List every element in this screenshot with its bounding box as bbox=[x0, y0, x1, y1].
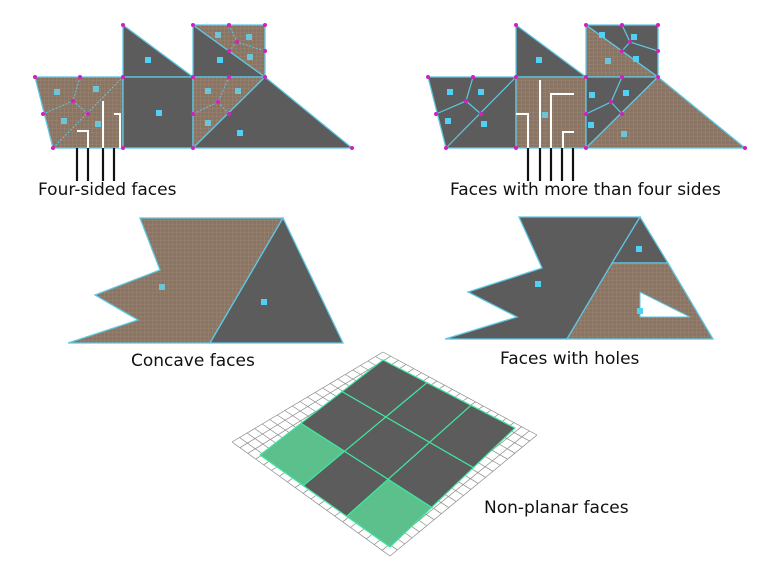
vertices bbox=[426, 23, 747, 150]
non-planar-faces-figure bbox=[231, 351, 538, 557]
face-center-markers bbox=[445, 32, 639, 137]
label-concave-faces: Concave faces bbox=[131, 351, 255, 371]
left-quad-face bbox=[427, 76, 517, 149]
leader-lines bbox=[526, 148, 575, 181]
hole bbox=[639, 291, 691, 318]
label-non-planar-faces: Non-planar faces bbox=[484, 498, 629, 518]
label-more-than-four-sides: Faces with more than four sides bbox=[450, 180, 721, 200]
top-triangle-face bbox=[122, 23, 195, 78]
four-sided-faces-figure bbox=[33, 23, 354, 181]
middle-square-face bbox=[122, 76, 194, 149]
label-four-sided-faces: Four-sided faces bbox=[38, 180, 177, 200]
leader-lines bbox=[75, 148, 116, 181]
highlight-edge-lines bbox=[77, 101, 121, 148]
label-faces-with-holes: Faces with holes bbox=[500, 349, 640, 369]
concave-faces-figure bbox=[67, 216, 345, 344]
non-planar-face bbox=[345, 478, 433, 548]
face-center-markers bbox=[54, 32, 253, 136]
face-center-marker bbox=[637, 308, 643, 314]
face-center-marker bbox=[159, 284, 165, 290]
highlight-edge-lines bbox=[516, 80, 574, 148]
face-center-marker bbox=[261, 299, 267, 305]
holes-faces-figure bbox=[444, 215, 715, 340]
more-sides-faces-figure bbox=[426, 23, 747, 181]
left-quad-face bbox=[34, 76, 124, 149]
face-center-marker bbox=[535, 281, 541, 287]
top-triangle-face bbox=[515, 23, 588, 78]
face-center-marker bbox=[636, 246, 642, 252]
vertices bbox=[33, 23, 354, 150]
triangle-face bbox=[208, 216, 345, 344]
